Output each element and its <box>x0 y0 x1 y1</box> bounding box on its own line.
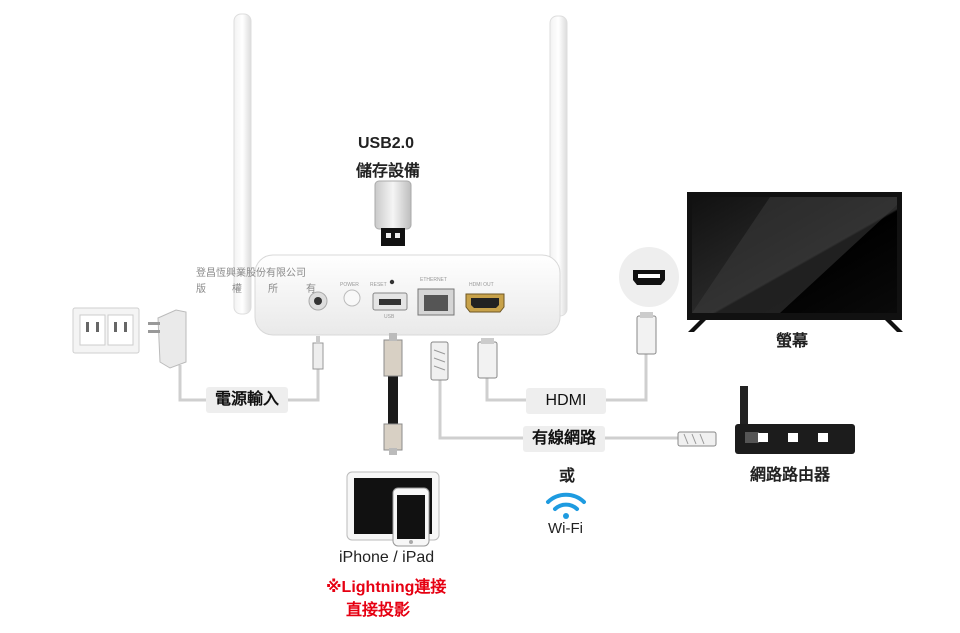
direct-cast-label: 直接投影 <box>346 602 411 619</box>
port-label-hdmi-out: HDMI OUT <box>469 282 494 288</box>
usb-title-label: USB2.0 <box>358 135 415 152</box>
port-label-usb: USB <box>384 314 395 320</box>
lightning-plug-bottom <box>383 423 403 455</box>
antenna-left <box>233 13 252 315</box>
watermark-copyright-1: 版 <box>196 284 206 295</box>
or-label: 或 <box>559 468 576 485</box>
lightning-cable <box>388 375 398 425</box>
power-led <box>389 279 395 285</box>
ethernet-plug-router <box>677 431 717 447</box>
dc-plug <box>312 336 324 370</box>
hdmi-plug-tv <box>636 312 657 355</box>
lightning-note-label: ※Lightning連接 <box>326 579 447 596</box>
watermark-copyright-3: 所 <box>268 284 278 295</box>
watermark-copyright-4: 有 <box>306 284 316 295</box>
router <box>735 386 855 454</box>
wired-network-tag: 有線網路 <box>523 426 605 452</box>
ethernet-plug-device <box>430 341 449 381</box>
hdmi-port-callout <box>619 247 679 307</box>
port-label-ethernet: ETHERNET <box>420 277 447 283</box>
lightning-plug-top <box>383 333 403 377</box>
hdmi-tag: HDMI <box>526 388 606 414</box>
wifi-icon <box>546 492 586 519</box>
port-label-reset: RESET <box>370 282 387 288</box>
tv-screen <box>687 192 903 332</box>
reset-button <box>343 289 361 307</box>
device-label: iPhone / iPad <box>339 549 435 566</box>
wifi-display-receiver <box>254 254 561 336</box>
screen-label: 螢幕 <box>776 333 809 350</box>
usb-subtitle-label: 儲存設備 <box>356 163 421 180</box>
power-adapter <box>148 309 187 369</box>
port-label-power: POWER <box>340 282 359 288</box>
power-input-tag: 電源輸入 <box>206 387 288 413</box>
ipad-iphone <box>346 471 440 547</box>
watermark-company: 登昌恆興業股份有限公司 <box>196 268 306 279</box>
hdmi-plug-device <box>477 338 498 379</box>
router-label: 網路路由器 <box>750 467 831 484</box>
wall-outlet <box>72 307 140 354</box>
usb-flash-drive <box>374 180 412 246</box>
watermark-copyright-2: 權 <box>232 284 242 295</box>
wifi-label: Wi-Fi <box>548 520 583 537</box>
